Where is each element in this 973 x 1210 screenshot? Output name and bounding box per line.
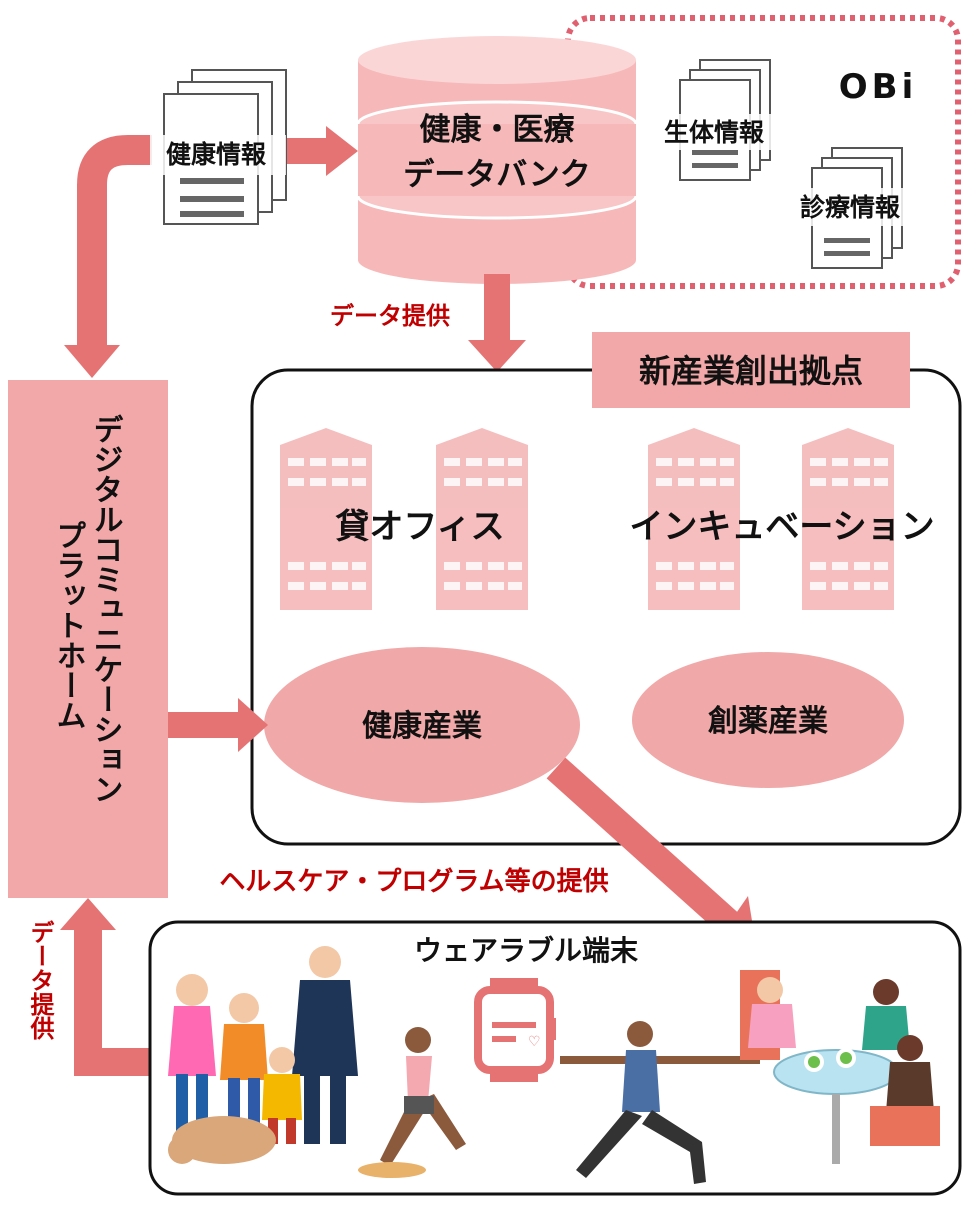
databank-to-hub-arrow (484, 274, 510, 346)
hub-title-box (592, 332, 910, 408)
runner-illustration (358, 1027, 466, 1178)
drug-industry-ellipse (632, 652, 904, 788)
platform-to-health-info-arrow (77, 135, 152, 355)
wearable-label: ウェアラブル端末 (414, 934, 638, 967)
database-icon (356, 36, 638, 284)
health-industry-ellipse (264, 647, 580, 803)
wearable-to-platform-arrow (74, 922, 150, 1076)
platform-arrowhead-up (60, 898, 116, 930)
platform-title-line2: プラットホーム (51, 520, 86, 730)
obi-label: OBi (839, 67, 917, 107)
databank-title-line1: 健康・医療 (420, 112, 575, 148)
digital-platform-box (8, 380, 168, 898)
data-provision-left-label: データ提供 (26, 920, 55, 1041)
family-illustration (168, 946, 358, 1164)
health-info-to-databank-arrow (282, 138, 332, 164)
platform-arrowhead-down (64, 345, 120, 378)
incubation-label: インキュベーション (629, 507, 934, 547)
health-industry-to-meeting-arrow (546, 757, 742, 937)
health-industry-label: 健康産業 (362, 709, 482, 744)
health-info-label: 健康情報 (166, 140, 267, 169)
drug-industry-label: 創薬産業 (708, 704, 828, 739)
meeting-illustration (740, 970, 940, 1164)
healthcare-program-label: ヘルスケア・プログラム等の提供 (219, 866, 608, 897)
svg-text:♡: ♡ (528, 1034, 541, 1050)
hub-title: 新産業創出拠点 (639, 352, 863, 390)
platform-title-line1: デジタルコミュニケーション (88, 414, 123, 804)
health-industry-arrowhead (238, 698, 268, 752)
medical-info-label: 診療情報 (800, 193, 901, 222)
databank-title-line2: データバンク (403, 157, 591, 193)
databank-arrowhead (326, 126, 358, 176)
smartwatch-icon: ♡ (474, 978, 556, 1082)
data-provision-top-label: データ提供 (330, 302, 450, 330)
rental-office-label: 貸オフィス (335, 507, 504, 547)
yoga-illustration (560, 1021, 760, 1184)
bio-info-label: 生体情報 (664, 118, 765, 147)
platform-to-health-industry-arrow (168, 712, 242, 738)
hub-arrowhead (468, 340, 526, 372)
